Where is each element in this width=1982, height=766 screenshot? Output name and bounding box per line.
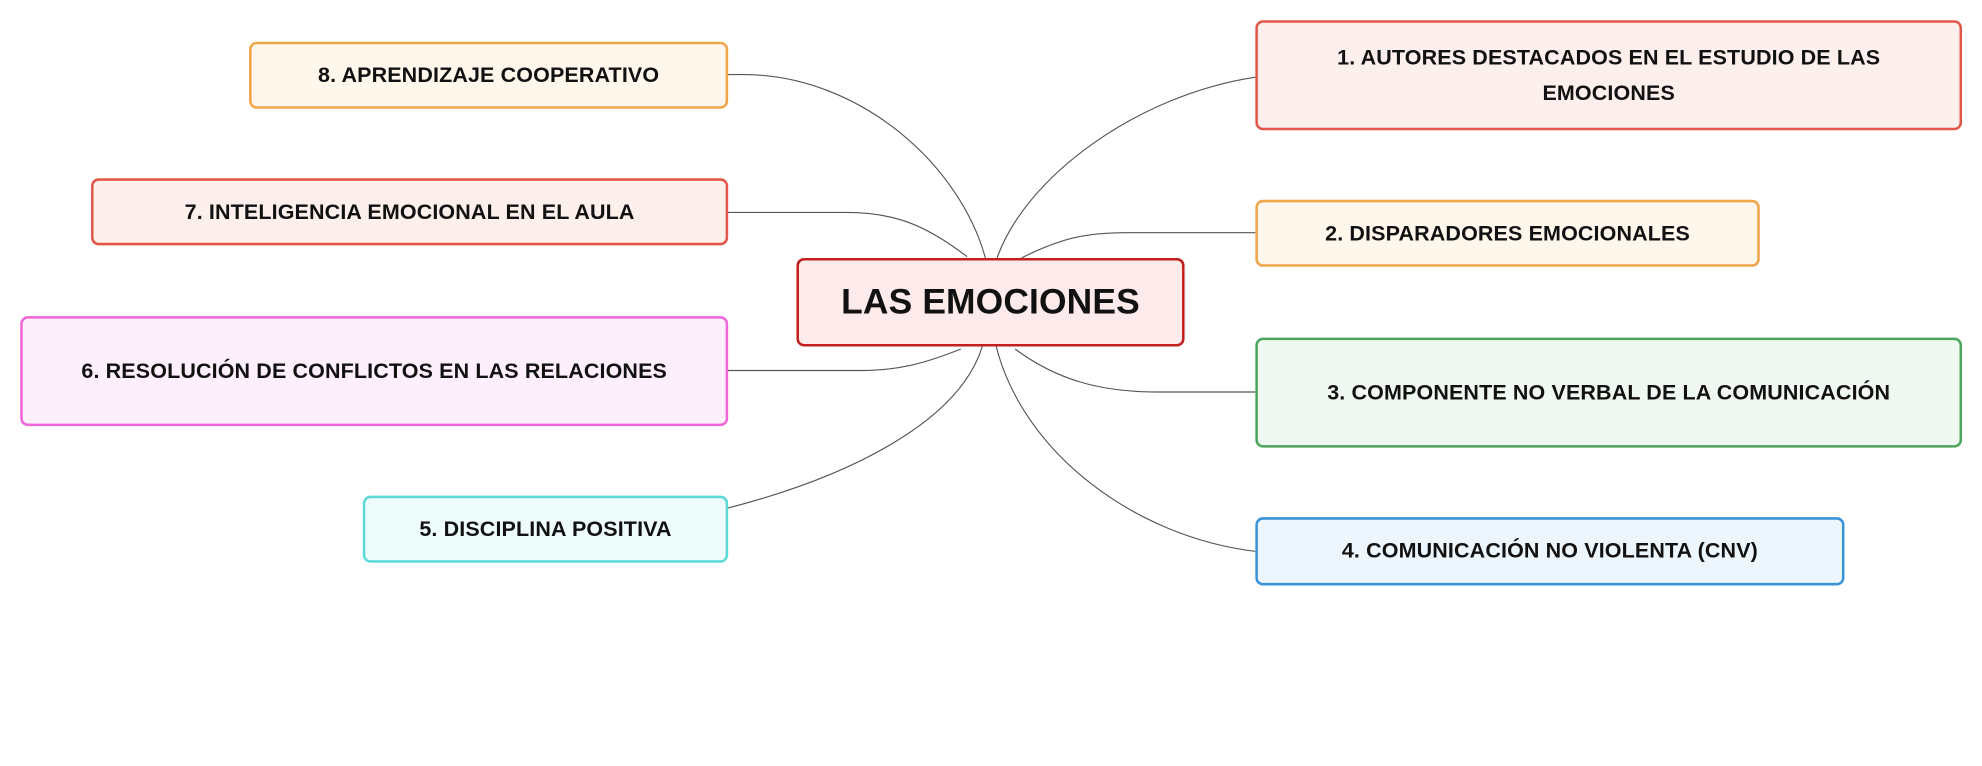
branch-label-b8: 8. APRENDIZAJE COOPERATIVO	[317, 62, 660, 87]
connector-b7	[726, 211, 968, 258]
branch-node-b2[interactable]: 2. DISPARADORES EMOCIONALES	[1255, 199, 1760, 267]
branch-label-b7: 7. INTELIGENCIA EMOCIONAL EN EL AULA	[184, 199, 635, 224]
branch-label-b5: 5. DISCIPLINA POSITIVA	[419, 516, 672, 541]
branch-node-b1[interactable]: 1. AUTORES DESTACADOS EN EL ESTUDIO DE L…	[1255, 20, 1963, 131]
branch-label-b4: 4. COMUNICACIÓN NO VIOLENTA (CNV)	[1341, 538, 1758, 563]
connector-b1	[995, 76, 1256, 261]
connector-b2	[1021, 232, 1256, 259]
connector-b5	[726, 346, 983, 509]
connector-b4	[995, 346, 1256, 552]
branch-label-b2: 2. DISPARADORES EMOCIONALES	[1325, 220, 1690, 245]
central-topic-label: LAS EMOCIONES	[841, 281, 1140, 322]
connector-b3	[1014, 348, 1256, 393]
connector-lines	[726, 74, 1256, 552]
branch-label-b6: 6. RESOLUCIÓN DE CONFLICTOS EN LAS RELAC…	[81, 358, 668, 383]
connector-b8	[726, 74, 987, 261]
branch-label-b1: 1. AUTORES DESTACADOS EN EL ESTUDIO DE L…	[1337, 44, 1881, 105]
branch-node-b4[interactable]: 4. COMUNICACIÓN NO VIOLENTA (CNV)	[1255, 517, 1845, 586]
branch-node-b8[interactable]: 8. APRENDIZAJE COOPERATIVO	[249, 41, 729, 109]
branch-node-b6[interactable]: 6. RESOLUCIÓN DE CONFLICTOS EN LAS RELAC…	[20, 316, 729, 427]
branch-node-b7[interactable]: 7. INTELIGENCIA EMOCIONAL EN EL AULA	[91, 178, 729, 246]
branch-node-b3[interactable]: 3. COMPONENTE NO VERBAL DE LA COMUNICACI…	[1255, 337, 1963, 448]
branch-node-b5[interactable]: 5. DISCIPLINA POSITIVA	[362, 495, 729, 563]
branch-label-b3: 3. COMPONENTE NO VERBAL DE LA COMUNICACI…	[1327, 379, 1891, 405]
central-topic[interactable]: LAS EMOCIONES	[796, 257, 1185, 347]
connector-b6	[726, 348, 962, 372]
